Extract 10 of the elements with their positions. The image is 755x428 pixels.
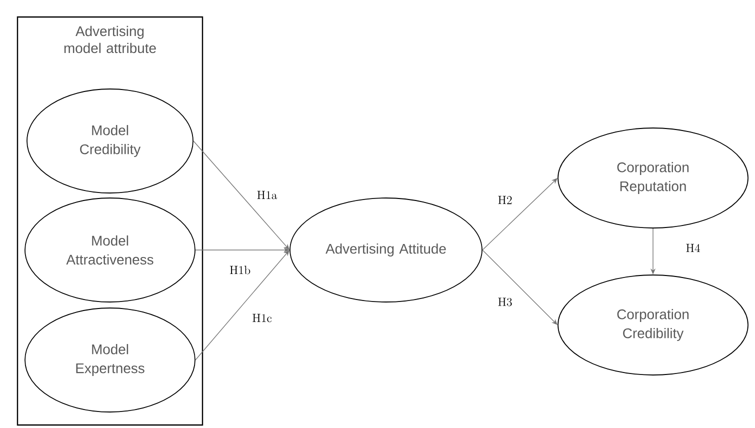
edge-label: H2 bbox=[496, 194, 514, 206]
ellipse-node: Model Credibility bbox=[26, 88, 194, 194]
edge-label: H1c bbox=[251, 312, 273, 324]
edge-label: H3 bbox=[496, 296, 514, 308]
ellipse-node: Model Expertness bbox=[24, 308, 196, 412]
ellipse-node: Advertising Attitude bbox=[290, 198, 482, 302]
ellipse-node: Corporation Credibility bbox=[558, 274, 748, 376]
edge-label: H4 bbox=[684, 242, 702, 254]
ellipse-node: Model Attractiveness bbox=[24, 198, 196, 302]
ellipse-node: Corporation Reputation bbox=[558, 128, 748, 228]
